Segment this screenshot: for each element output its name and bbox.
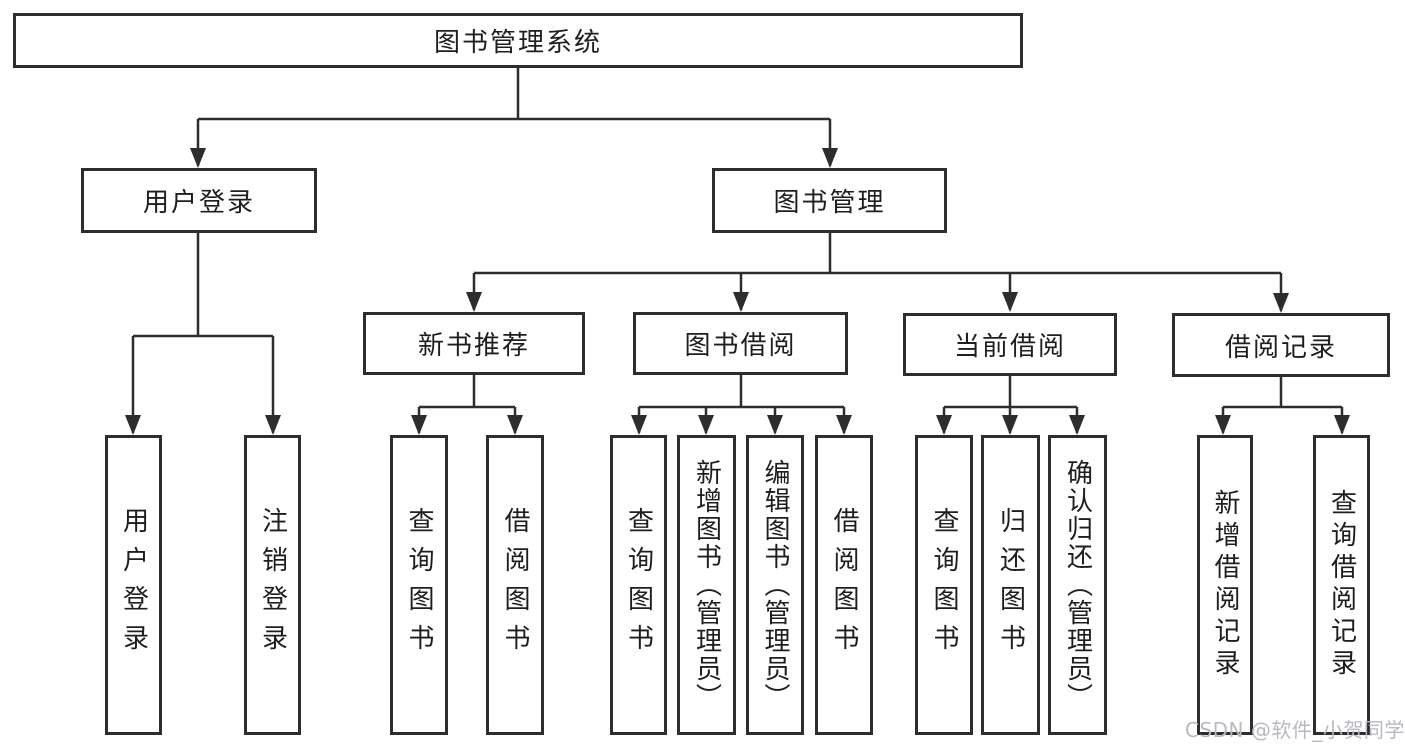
node-new-book-recommend: 新书推荐 xyxy=(363,312,585,375)
node-label: 编辑图书（管理员） xyxy=(760,459,790,711)
node-label: 用户登录 xyxy=(142,188,255,218)
node-user-login: 用户登录 xyxy=(81,168,317,233)
leaf-user-login: 用户登录 xyxy=(105,435,162,735)
node-label: 新书推荐 xyxy=(417,331,530,361)
leaf-borrow-books-recommend: 借阅图书 xyxy=(486,435,544,735)
node-label: 用户登录 xyxy=(118,507,149,663)
node-label: 图书借阅 xyxy=(684,331,797,361)
node-label: 借阅图书 xyxy=(829,507,859,663)
node-label: 当前借阅 xyxy=(953,332,1066,362)
node-label: 归还图书 xyxy=(995,507,1026,663)
node-label: 确认归还（管理员） xyxy=(1062,459,1093,711)
node-borrow-records: 借阅记录 xyxy=(1172,313,1390,377)
node-label: 注销登录 xyxy=(257,507,288,663)
leaf-query-books-borrow: 查询图书 xyxy=(610,435,667,735)
node-label: 查询图书 xyxy=(929,507,959,663)
node-label: 查询图书 xyxy=(623,507,654,663)
node-label: 图书管理系统 xyxy=(433,28,602,58)
node-book-management: 图书管理 xyxy=(712,168,947,233)
node-label: 借阅记录 xyxy=(1224,332,1337,363)
leaf-query-borrow-record: 查询借阅记录 xyxy=(1313,435,1370,735)
leaf-confirm-return-admin: 确认归还（管理员） xyxy=(1048,435,1107,735)
node-current-borrow: 当前借阅 xyxy=(903,313,1117,376)
node-label: 新增图书（管理员） xyxy=(691,459,722,711)
node-label: 查询图书 xyxy=(404,507,434,663)
leaf-add-books-admin: 新增图书（管理员） xyxy=(677,435,736,735)
leaf-return-books: 归还图书 xyxy=(981,435,1040,735)
leaf-add-borrow-record: 新增借阅记录 xyxy=(1197,435,1253,735)
node-label: 图书管理 xyxy=(773,188,886,218)
watermark-text: CSDN @软件_小贺同学 xyxy=(1185,718,1405,742)
leaf-logout: 注销登录 xyxy=(244,435,301,735)
node-label: 查询借阅记录 xyxy=(1326,489,1357,681)
leaf-edit-books-admin: 编辑图书（管理员） xyxy=(746,435,804,735)
leaf-query-books-current: 查询图书 xyxy=(915,435,973,735)
node-book-borrow: 图书借阅 xyxy=(633,312,848,375)
leaf-query-books-recommend: 查询图书 xyxy=(390,435,448,735)
node-label: 新增借阅记录 xyxy=(1210,489,1240,681)
leaf-borrow-books: 借阅图书 xyxy=(815,435,873,735)
node-label: 借阅图书 xyxy=(500,507,530,663)
node-root: 图书管理系统 xyxy=(13,13,1023,68)
